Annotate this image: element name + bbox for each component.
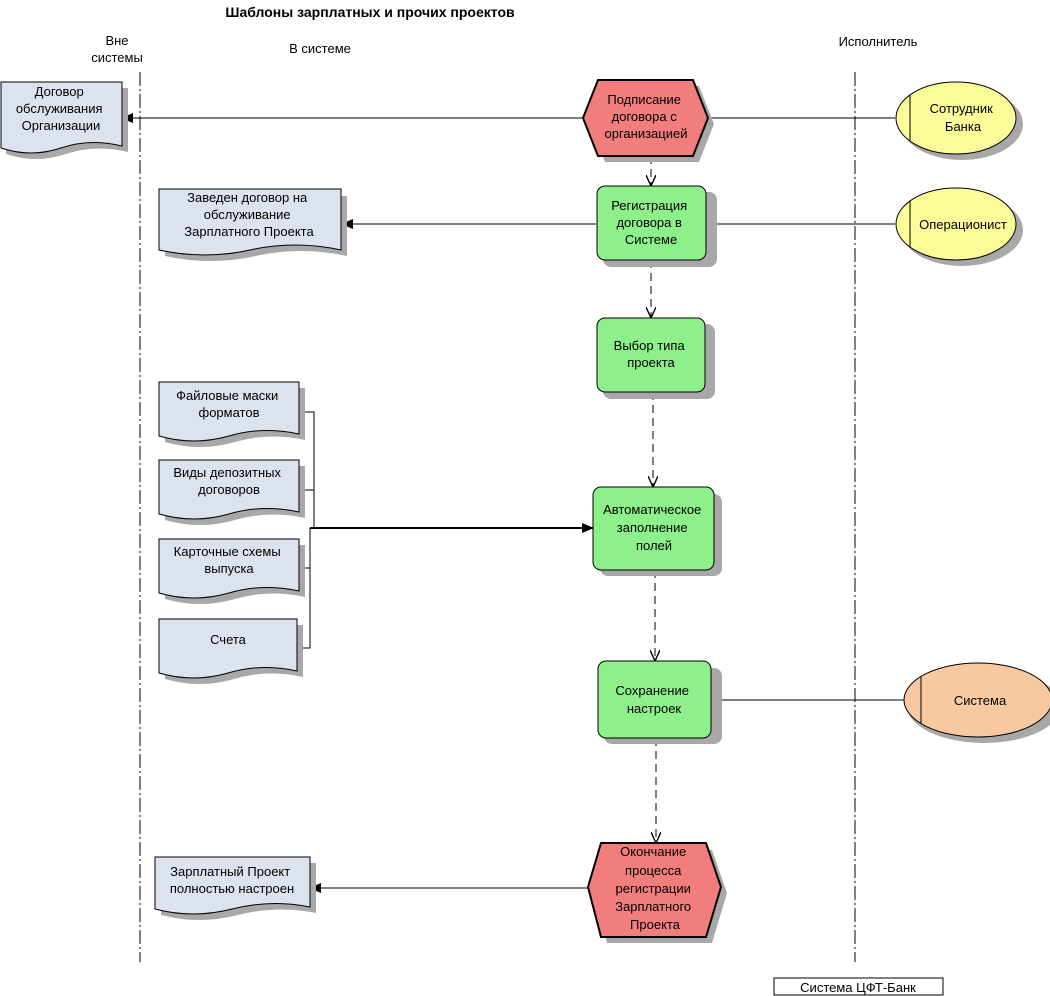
role-employee-line-2: Банка bbox=[945, 119, 982, 134]
svg-text:Окончание процесса: Окончание процесса регистрации Зарплатно… bbox=[615, 844, 695, 932]
doc-registered-line-1: Заведен договор на bbox=[187, 190, 308, 205]
event-finish-registration: Окончание процесса регистрации Зарплатно… bbox=[586, 842, 727, 943]
svg-text:Заведен договор на обслу: Заведен договор на обслуживание Зарплатн… bbox=[184, 190, 314, 239]
svg-text:Выбор типа проекта: Выбор типа проекта bbox=[614, 338, 689, 370]
function-save-line-2: настроек bbox=[627, 701, 682, 716]
doc-deposits-line-1: Виды депозитных bbox=[173, 465, 281, 480]
svg-text:Зарплатный Проект полнос: Зарплатный Проект полностью настроен bbox=[170, 864, 294, 896]
event-sign-contract: Подписание договора с организацией bbox=[581, 79, 714, 162]
role-bank-employee: Сотрудник Банка bbox=[895, 81, 1023, 160]
svg-text:Автоматическое заполнени: Автоматическое заполнение полей bbox=[603, 502, 705, 553]
doc-cards-line-1: Карточные схемы bbox=[174, 544, 281, 559]
doc-file-masks: Файловые маски форматов bbox=[158, 381, 305, 447]
doc-contract-line-1: Договор bbox=[35, 84, 84, 99]
function-save-line-1: Сохранение bbox=[615, 683, 689, 698]
role-operator: Операционист bbox=[895, 187, 1023, 266]
footer-text: Система ЦФТ-Банк bbox=[800, 980, 916, 995]
doc-accounts-label: Счета bbox=[210, 632, 247, 647]
function-autofill-line-2: заполнение bbox=[617, 520, 688, 535]
svg-text:Сотрудник Банка: Сотрудник Банка bbox=[930, 101, 997, 134]
function-register-contract: Регистрация договора в Системе bbox=[596, 185, 717, 267]
event-sign-line-3: организацией bbox=[605, 126, 688, 141]
doc-accounts: Счета bbox=[158, 618, 303, 684]
event-sign-line-2: договора с bbox=[612, 109, 678, 124]
function-autofill-line-1: Автоматическое bbox=[603, 502, 701, 517]
svg-text:Регистрация договора в: Регистрация договора в Системе bbox=[611, 198, 691, 247]
doc-masks-line-1: Файловые маски bbox=[176, 388, 278, 403]
footer-system-label: Система ЦФТ-Банк bbox=[773, 977, 944, 996]
doc-service-contract: Договор обслуживания Организации bbox=[0, 81, 128, 159]
function-choose-type: Выбор типа проекта bbox=[596, 317, 715, 399]
svg-text:Подписание договора с: Подписание договора с организацией bbox=[605, 92, 688, 141]
doc-registered-contract: Заведен договор на обслуживание Зарплатн… bbox=[158, 188, 347, 261]
doc-contract-line-3: Организации bbox=[22, 118, 101, 133]
svg-text:Сохранение настроек: Сохранение настроек bbox=[615, 683, 692, 716]
lane-in-system-header: В системе bbox=[289, 41, 351, 56]
role-operator-label: Операционист bbox=[919, 217, 1007, 232]
role-system-label: Система bbox=[954, 693, 1007, 708]
lane-outside-header-l1: Вне bbox=[105, 33, 128, 48]
event-finish-line-1: Окончание bbox=[620, 844, 686, 859]
role-employee-line-1: Сотрудник bbox=[930, 101, 993, 116]
event-finish-line-2: процесса bbox=[625, 863, 682, 878]
doc-masks-line-2: форматов bbox=[199, 405, 260, 420]
event-finish-line-4: Зарплатного bbox=[615, 899, 691, 914]
lane-executor-header: Исполнитель bbox=[839, 34, 918, 49]
svg-text:Договор обслуживания: Договор обслуживания Организации bbox=[16, 84, 106, 133]
doc-contract-line-2: обслуживания bbox=[16, 101, 103, 116]
doc-cards-line-2: выпуска bbox=[204, 561, 254, 576]
doc-deposits-line-2: договоров bbox=[198, 482, 260, 497]
svg-text:Виды депозитных договоро: Виды депозитных договоров bbox=[173, 465, 284, 497]
event-finish-line-3: регистрации bbox=[616, 881, 691, 896]
doc-deposit-types: Виды депозитных договоров bbox=[158, 459, 305, 525]
lane-outside-header-l2: системы bbox=[91, 50, 143, 65]
role-system: Система bbox=[903, 662, 1050, 743]
function-register-line-3: Системе bbox=[625, 232, 677, 247]
doc-card-schemes: Карточные схемы выпуска bbox=[158, 538, 305, 604]
function-choose-line-1: Выбор типа bbox=[614, 338, 686, 353]
diagram-title: Шаблоны зарплатных и прочих проектов bbox=[225, 4, 515, 20]
doc-registered-line-2: обслуживание bbox=[204, 207, 291, 222]
doc-project-done: Зарплатный Проект полностью настроен bbox=[154, 856, 316, 920]
event-finish-line-5: Проекта bbox=[630, 917, 681, 932]
svg-text:Файловые маски форматов: Файловые маски форматов bbox=[176, 388, 282, 420]
doc-done-line-2: полностью настроен bbox=[170, 881, 294, 896]
doc-registered-line-3: Зарплатного Проекта bbox=[184, 224, 314, 239]
function-autofill-line-3: полей bbox=[636, 538, 672, 553]
function-register-line-1: Регистрация bbox=[611, 198, 687, 213]
function-autofill-fields: Автоматическое заполнение полей bbox=[592, 486, 722, 576]
function-choose-line-2: проекта bbox=[627, 355, 675, 370]
doc-done-line-1: Зарплатный Проект bbox=[170, 864, 290, 879]
function-save-settings: Сохранение настроек bbox=[597, 660, 722, 744]
function-register-line-2: договора в bbox=[616, 215, 682, 230]
event-sign-line-1: Подписание bbox=[607, 92, 681, 107]
svg-text:Карточные схемы выпуска: Карточные схемы выпуска bbox=[174, 544, 285, 576]
